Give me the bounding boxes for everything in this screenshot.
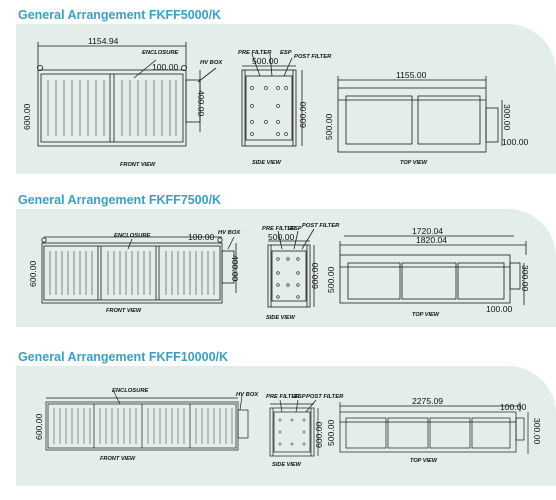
drawing-panel-fkff5000: 1154.94 ENCLOSURE 100.00 HV BOX 600.00 4… <box>16 24 556 174</box>
side-pre-filter-label: PRE FILTER <box>238 50 272 56</box>
side-pre-filter-label-10000: PRE FILTER <box>266 394 300 400</box>
front-view-caption-7500: FRONT VIEW <box>106 308 142 314</box>
front-hv-box-label-10000: HV BOX <box>236 392 259 398</box>
front-view-fkff10000 <box>45 391 249 451</box>
front-view-caption: FRONT VIEW <box>120 162 156 168</box>
side-esp-label-7500: ESP <box>290 226 302 232</box>
top-view-caption: TOP VIEW <box>400 160 428 166</box>
top-width-dim-7500: 500.00 <box>326 266 336 293</box>
side-view-fkff5000 <box>241 53 303 147</box>
side-post-filter-label-10000: POST FILTER <box>306 394 344 400</box>
top-view-caption-7500: TOP VIEW <box>412 312 440 318</box>
side-pre-filter-label-7500: PRE FILTER <box>262 226 296 232</box>
side-height-dim-10000: 600.00 <box>314 421 324 448</box>
side-view-fkff10000 <box>269 399 319 457</box>
front-hv-box-label-7500: HV BOX <box>218 230 241 236</box>
top-view-fkff7500 <box>339 235 527 305</box>
front-enclosure-label-7500: ENCLOSURE <box>114 233 152 239</box>
drawing-panel-fkff7500: ENCLOSURE 100.00 HV BOX 600.00 400.00 FR… <box>16 209 556 327</box>
fkff7500-drawing: ENCLOSURE 100.00 HV BOX 600.00 400.00 FR… <box>28 223 530 321</box>
top-box-offset-dim-10000: 100.00 <box>500 402 527 412</box>
top-view-fkff5000 <box>337 76 503 153</box>
top-length-dim-7500: 1720.04 <box>412 226 443 236</box>
side-width-dim: 500.00 <box>252 56 279 66</box>
front-height-dim-10000: 600.00 <box>34 413 44 440</box>
top-overall-dim-7500: 1820.04 <box>416 235 447 245</box>
side-height-dim-7500: 600.00 <box>310 262 320 289</box>
front-view-caption-10000: FRONT VIEW <box>100 456 136 462</box>
side-view-caption-10000: SIDE VIEW <box>272 462 302 468</box>
top-box-depth-dim-10000: 300.00 <box>532 418 542 445</box>
side-esp-label-10000: ESP <box>294 394 306 400</box>
top-box-depth-dim-7500: 300.00 <box>520 265 530 292</box>
front-height-dim-7500: 600.00 <box>28 260 38 287</box>
side-view-caption: SIDE VIEW <box>252 160 282 166</box>
side-esp-label: ESP <box>280 50 292 56</box>
side-post-filter-label-7500: POST FILTER <box>302 223 340 229</box>
side-view-caption-7500: SIDE VIEW <box>266 315 296 321</box>
fkff5000-drawing: 1154.94 ENCLOSURE 100.00 HV BOX 600.00 4… <box>22 36 529 168</box>
front-height-dim: 600.00 <box>22 103 32 130</box>
front-view-fkff7500 <box>41 236 237 304</box>
top-box-offset-dim: 100.00 <box>502 137 529 147</box>
section-title-fkff5000: General Arrangement FKFF5000/K <box>18 8 222 22</box>
top-width-dim-10000: 500.00 <box>326 419 336 446</box>
side-height-dim: 600.00 <box>298 101 308 128</box>
section-title-fkff7500: General Arrangement FKFF7500/K <box>18 193 222 207</box>
top-length-dim: 1155.00 <box>396 70 427 80</box>
top-box-depth-dim: 300.00 <box>502 104 512 131</box>
front-box-offset-dim-7500: 100.00 <box>188 232 215 242</box>
fkff10000-drawing: ENCLOSURE HV BOX 600.00 FRONT VIEW PRE F… <box>34 388 542 468</box>
side-post-filter-label: POST FILTER <box>294 54 332 60</box>
front-box-offset-dim: 100.00 <box>152 62 179 72</box>
top-width-dim: 500.00 <box>324 113 334 140</box>
top-view-caption-10000: TOP VIEW <box>410 458 438 464</box>
top-length-dim-10000: 2275.09 <box>412 396 443 406</box>
drawing-panel-fkff10000: ENCLOSURE HV BOX 600.00 FRONT VIEW PRE F… <box>16 366 556 486</box>
front-width-dim: 1154.94 <box>88 36 119 46</box>
front-view-fkff5000 <box>36 42 217 147</box>
top-view-fkff10000 <box>339 402 529 454</box>
top-box-offset-dim-7500: 100.00 <box>486 304 513 314</box>
front-enclosure-label: ENCLOSURE <box>142 50 180 56</box>
front-box-height-dim: 400.00 <box>196 90 206 117</box>
front-enclosure-label-10000: ENCLOSURE <box>112 388 150 394</box>
front-box-height-dim-7500: 400.00 <box>230 255 240 282</box>
section-title-fkff10000: General Arrangement FKFF10000/K <box>18 350 229 364</box>
front-hv-box-label: HV BOX <box>200 60 223 66</box>
side-view-fkff7500 <box>267 228 315 308</box>
side-width-dim-7500: 500.00 <box>268 232 295 242</box>
